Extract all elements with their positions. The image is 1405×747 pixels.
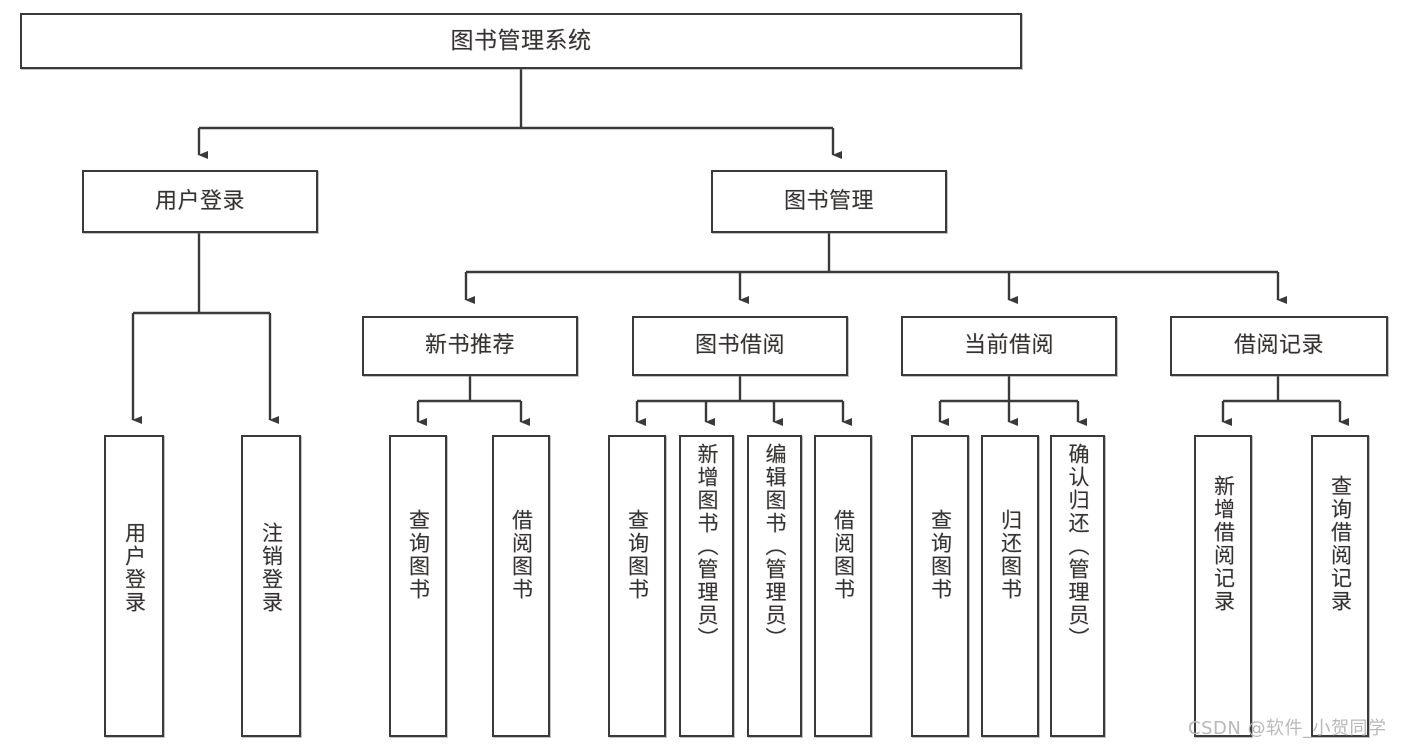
- node-label: 注销登录: [259, 522, 284, 614]
- node-root-book-management-system[interactable]: 图书管理系统: [20, 13, 1022, 69]
- node-leaf-query-book-2[interactable]: 查询图书: [608, 435, 666, 737]
- node-label: 编辑图书（管理员）: [762, 443, 787, 650]
- node-leaf-edit-book[interactable]: 编辑图书（管理员）: [747, 435, 802, 737]
- node-label: 借阅图书: [509, 509, 534, 601]
- book-management-to-level2-connectors: [464, 233, 1288, 305]
- node-label: 借阅图书: [831, 509, 856, 601]
- node-label: 新增图书（管理员）: [694, 443, 719, 650]
- user-login-to-leaves-connectors: [131, 233, 280, 425]
- node-label: 查询图书: [406, 509, 431, 601]
- node-label: 用户登录: [122, 522, 147, 614]
- node-label: 归还图书: [998, 509, 1023, 601]
- node-new-book-recommend[interactable]: 新书推荐: [362, 316, 578, 376]
- node-book-management[interactable]: 图书管理: [711, 170, 947, 233]
- root-to-level1-connectors: [197, 69, 843, 160]
- node-leaf-return-book[interactable]: 归还图书: [981, 435, 1039, 737]
- node-borrow-record[interactable]: 借阅记录: [1170, 316, 1388, 376]
- new-book-recommend-to-leaves-connectors: [416, 376, 531, 427]
- node-label: 用户登录: [154, 188, 245, 214]
- node-current-borrow[interactable]: 当前借阅: [901, 316, 1117, 376]
- current-borrow-to-leaves-connectors: [938, 376, 1088, 427]
- node-leaf-add-book[interactable]: 新增图书（管理员）: [679, 435, 734, 737]
- node-leaf-query-book-1[interactable]: 查询图书: [389, 435, 447, 737]
- node-label: 图书管理系统: [450, 27, 592, 54]
- node-book-borrow[interactable]: 图书借阅: [632, 316, 848, 376]
- node-user-login[interactable]: 用户登录: [82, 170, 318, 233]
- node-label: 借阅记录: [1233, 333, 1324, 358]
- node-leaf-user-login[interactable]: 用户登录: [104, 435, 164, 737]
- node-label: 图书管理: [783, 188, 874, 214]
- node-label: 图书借阅: [694, 333, 785, 358]
- node-leaf-borrow-book-2[interactable]: 借阅图书: [814, 435, 872, 737]
- node-label: 查询借阅记录: [1328, 475, 1353, 613]
- node-label: 当前借阅: [963, 333, 1054, 358]
- book-borrow-to-leaves-connectors: [635, 376, 853, 427]
- csdn-watermark: CSDN @软件_小贺同学: [1188, 718, 1387, 739]
- node-leaf-query-book-3[interactable]: 查询图书: [911, 435, 969, 737]
- node-leaf-confirm-return[interactable]: 确认归还（管理员）: [1050, 435, 1105, 737]
- node-label: 新增借阅记录: [1211, 475, 1236, 613]
- node-label: 查询图书: [625, 509, 650, 601]
- node-label: 确认归还（管理员）: [1065, 443, 1090, 650]
- node-leaf-query-record[interactable]: 查询借阅记录: [1311, 435, 1369, 737]
- borrow-record-to-leaves-connectors: [1221, 376, 1350, 427]
- node-leaf-add-record[interactable]: 新增借阅记录: [1194, 435, 1252, 737]
- node-leaf-logout-login[interactable]: 注销登录: [241, 435, 301, 737]
- node-label: 新书推荐: [424, 333, 515, 358]
- node-label: 查询图书: [928, 509, 953, 601]
- node-leaf-borrow-book-1[interactable]: 借阅图书: [492, 435, 550, 737]
